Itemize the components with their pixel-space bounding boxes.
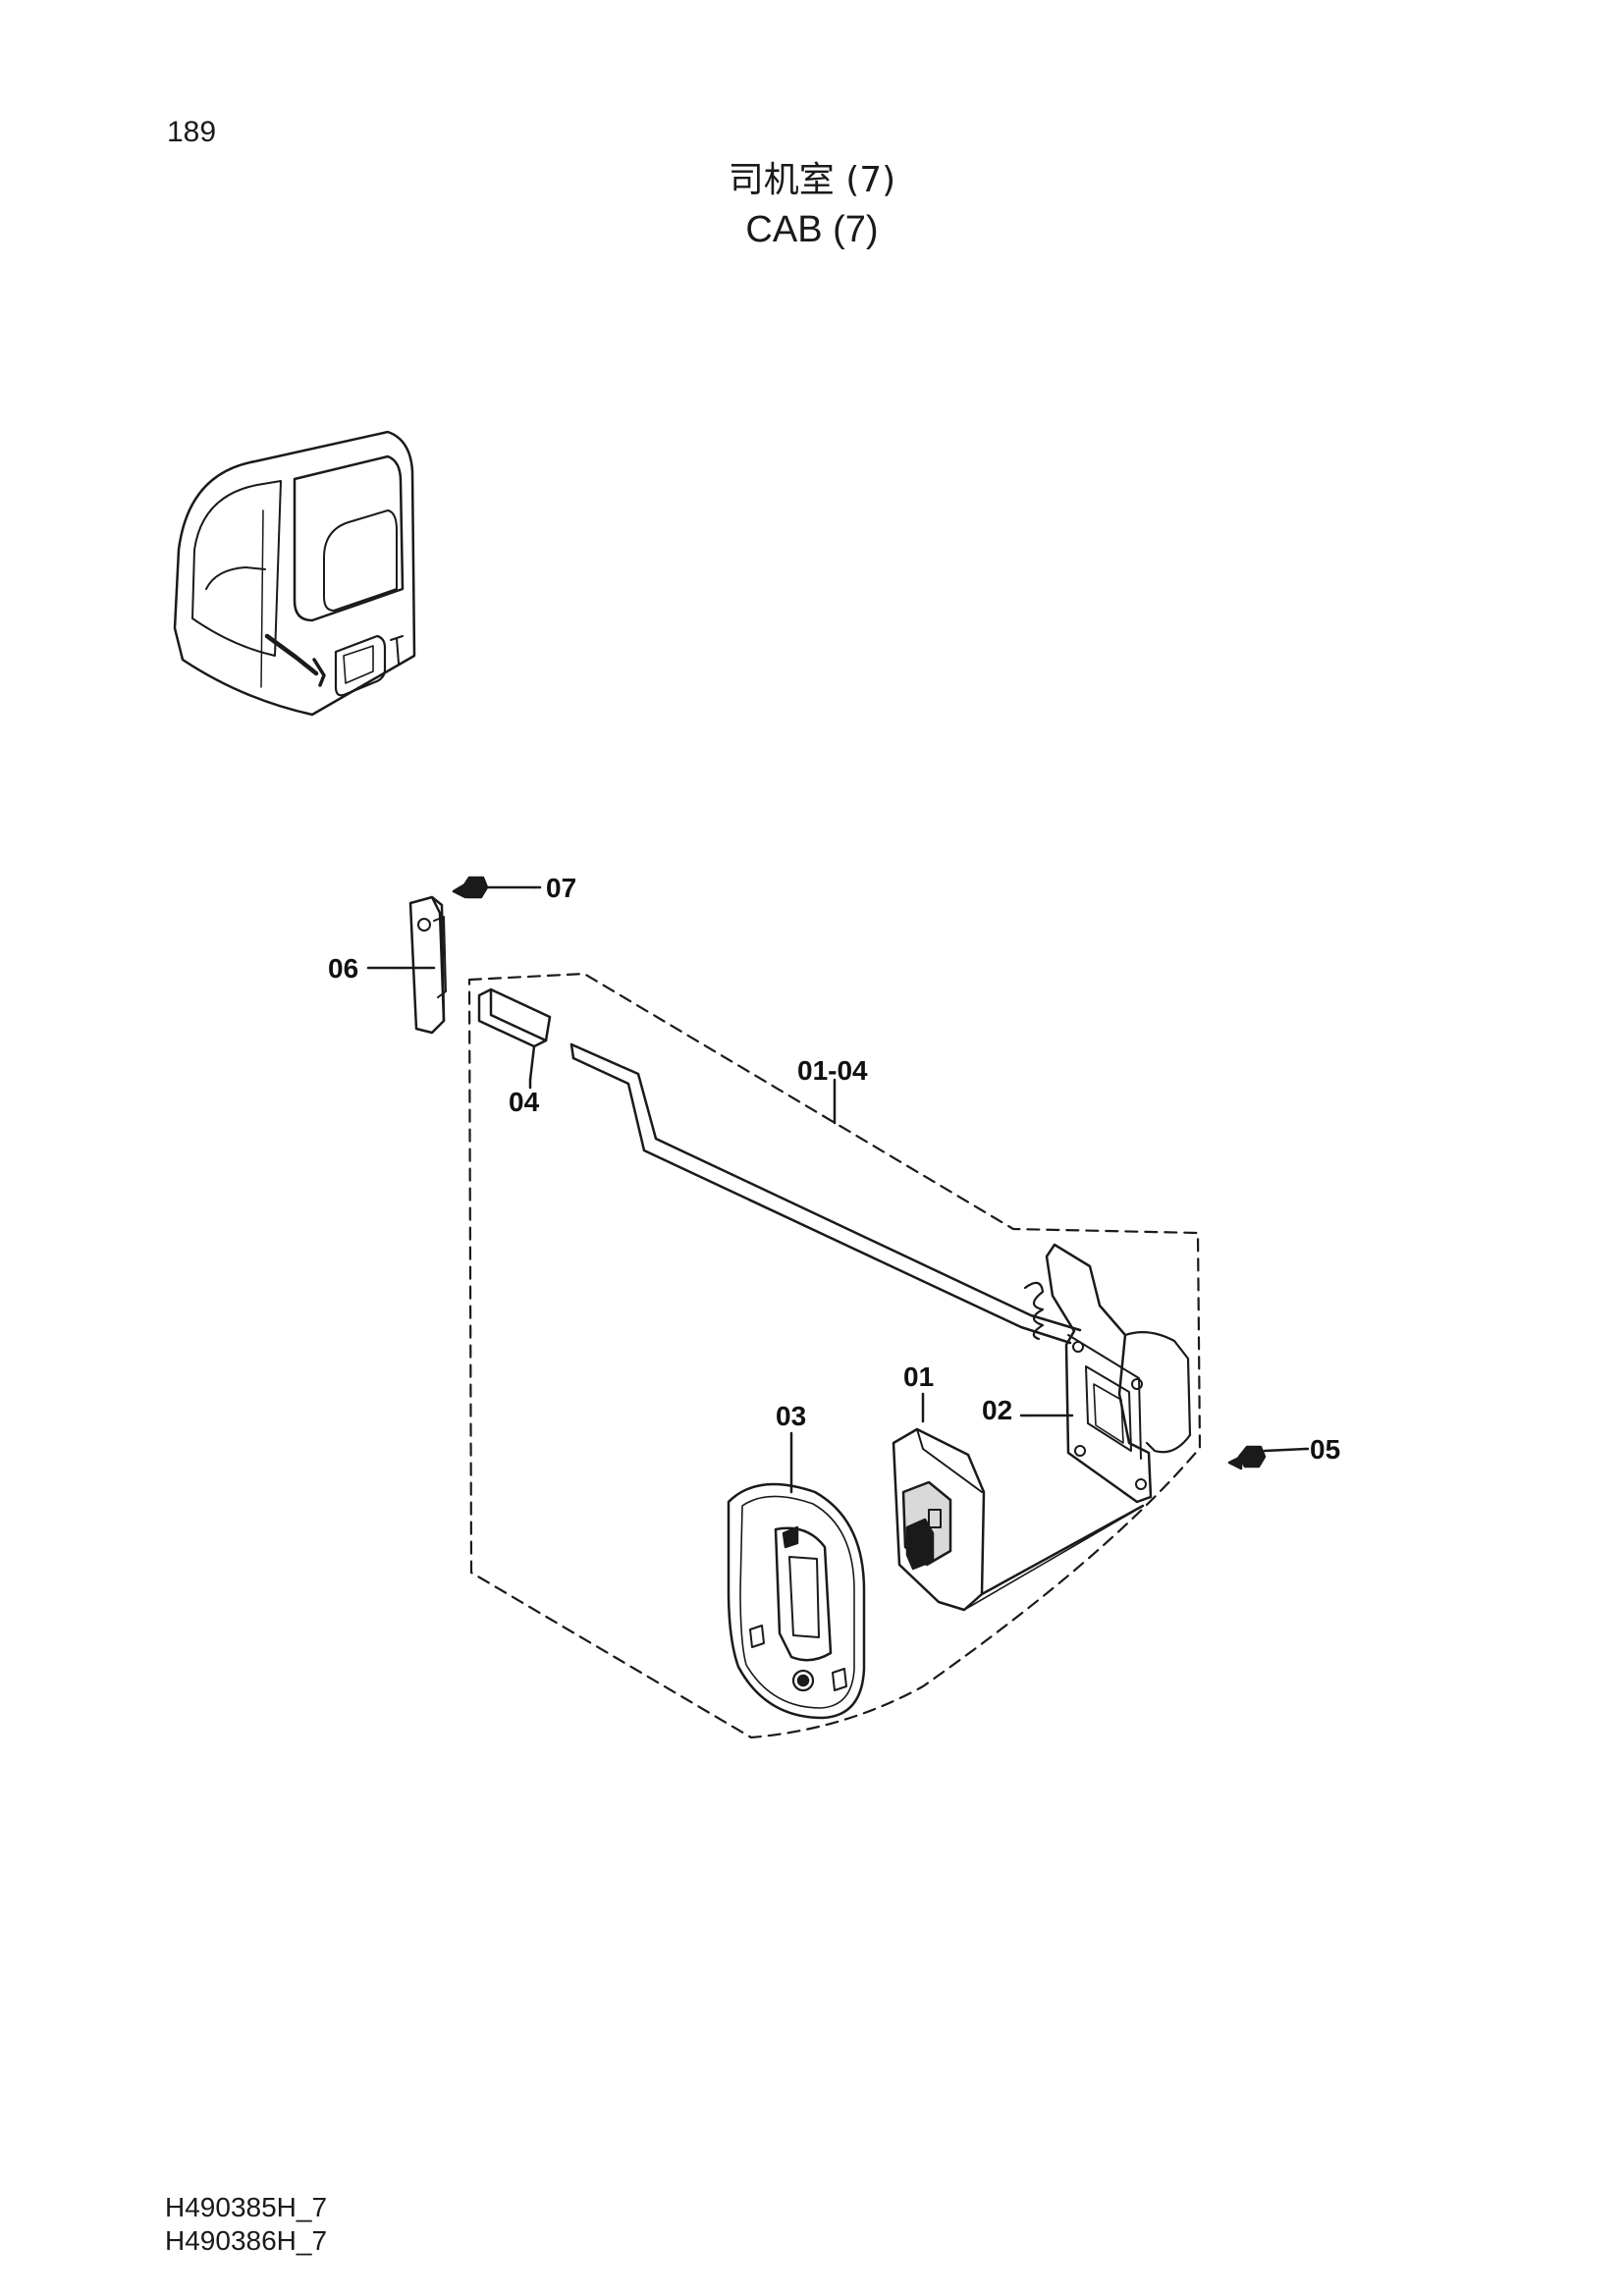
- part-02-bracket: [1027, 1243, 1192, 1504]
- page-number: 189: [167, 116, 217, 148]
- part-03-bezel: [727, 1431, 866, 1720]
- part-06-plate: [399, 895, 447, 1035]
- callout-07: 07: [546, 873, 576, 903]
- callout-01: 01: [903, 1362, 934, 1392]
- part-01-switch-housing: [892, 1392, 1145, 1612]
- page-title-english: CAB (7): [745, 209, 879, 250]
- page-title-chinese: 司机室 (7): [728, 160, 896, 200]
- callout-05: 05: [1310, 1434, 1340, 1465]
- callout-03: 03: [776, 1401, 806, 1431]
- part-07-screw: [452, 876, 537, 899]
- part-05-screw: [1227, 1445, 1308, 1470]
- callout-04: 04: [509, 1087, 540, 1117]
- callout-01-04: 01-04: [797, 1055, 868, 1086]
- assembly-boundary: [467, 972, 1202, 1739]
- page-title: 司机室 (7) CAB (7): [0, 157, 1624, 255]
- drawing-code: H490386H_7: [165, 2225, 328, 2256]
- callout-06: 06: [328, 953, 358, 984]
- drawing-codes: H490385H_7 H490386H_7: [165, 2191, 327, 2258]
- control-rod: [569, 1042, 1082, 1345]
- callout-02: 02: [982, 1395, 1012, 1425]
- drawing-code: H490385H_7: [165, 2192, 328, 2222]
- rod-spring: [1023, 1281, 1045, 1341]
- cab-locator-thumbnail: [173, 430, 416, 717]
- part-04-rod-cap: [477, 988, 552, 1082]
